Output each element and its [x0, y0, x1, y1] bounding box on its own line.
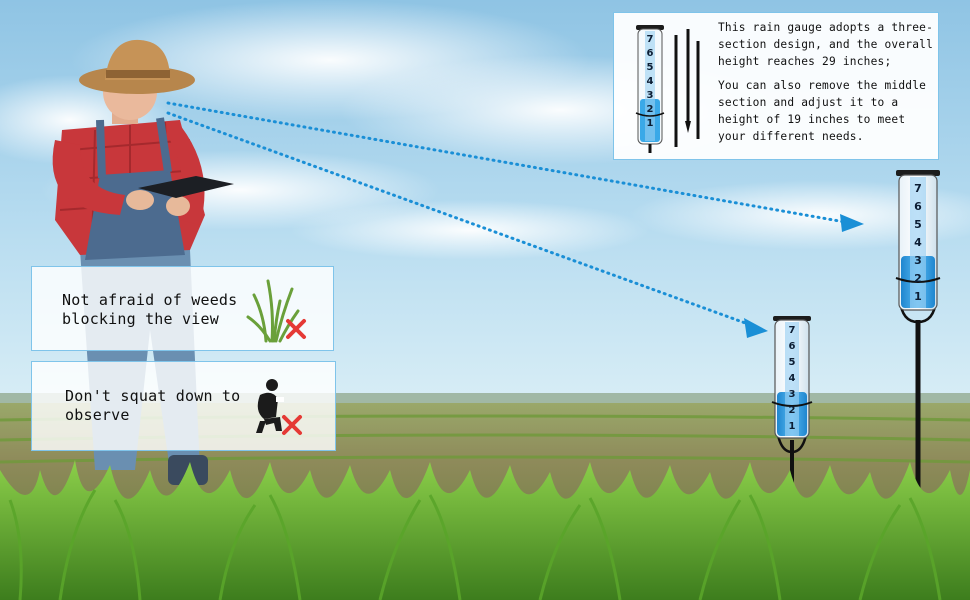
- gauge-number: 3: [647, 90, 654, 101]
- gauge-number: 4: [789, 373, 796, 384]
- gauge-number: 2: [647, 104, 654, 115]
- feature-label-weeds: Not afraid of weeds blocking the view: [62, 291, 238, 328]
- gauge-number: 3: [914, 254, 922, 267]
- grass-cross-icon: [246, 279, 306, 343]
- gauge-number: 5: [914, 218, 922, 231]
- gauge-number: 4: [647, 76, 654, 87]
- gauge-number: 6: [647, 48, 654, 59]
- gauge-number: 5: [647, 62, 654, 73]
- gauge-number: 4: [914, 236, 922, 249]
- gauge-number: 2: [914, 272, 922, 285]
- gauge-number: 1: [914, 290, 922, 303]
- gauge-number: 1: [789, 421, 796, 432]
- pointer-lines: [166, 101, 847, 326]
- feature-label-squat: Don't squat down to observe: [65, 387, 241, 424]
- squatting-person-cross-icon: [256, 379, 302, 435]
- feature-card-weeds: Not afraid of weeds blocking the view: [31, 266, 334, 351]
- pointer-arrow-short: [744, 318, 768, 338]
- feature-card-squat: Don't squat down to observe: [31, 361, 336, 451]
- gauge-number: 1: [647, 118, 654, 129]
- foreground-grass: [0, 460, 970, 600]
- rain-gauge-short: 7 6 5 4 3 2 1: [771, 316, 813, 580]
- info-card: 7 6 5 4 3 2 1 This rain gauge adopts a t…: [613, 12, 939, 160]
- pointer-arrow-tall: [840, 214, 864, 232]
- info-paragraph-adjust: You can also remove the middle section a…: [718, 79, 927, 143]
- gauge-number: 6: [789, 341, 796, 352]
- gauge-number: 6: [914, 200, 922, 213]
- info-paragraph-height: This rain gauge adopts a three-section d…: [718, 21, 933, 68]
- gauge-number: 2: [789, 405, 796, 416]
- info-description: This rain gauge adopts a three-section d…: [718, 19, 934, 152]
- gauge-number: 7: [647, 34, 654, 45]
- rain-gauge-parts-icon: 7 6 5 4 3 2 1: [635, 25, 700, 153]
- gauge-number: 5: [789, 357, 796, 368]
- rain-gauge-tall: 7 6 5 4 3 2 1: [895, 170, 941, 585]
- gauge-number: 7: [789, 325, 796, 336]
- gauge-number: 3: [789, 389, 796, 400]
- gauge-number: 7: [914, 182, 922, 195]
